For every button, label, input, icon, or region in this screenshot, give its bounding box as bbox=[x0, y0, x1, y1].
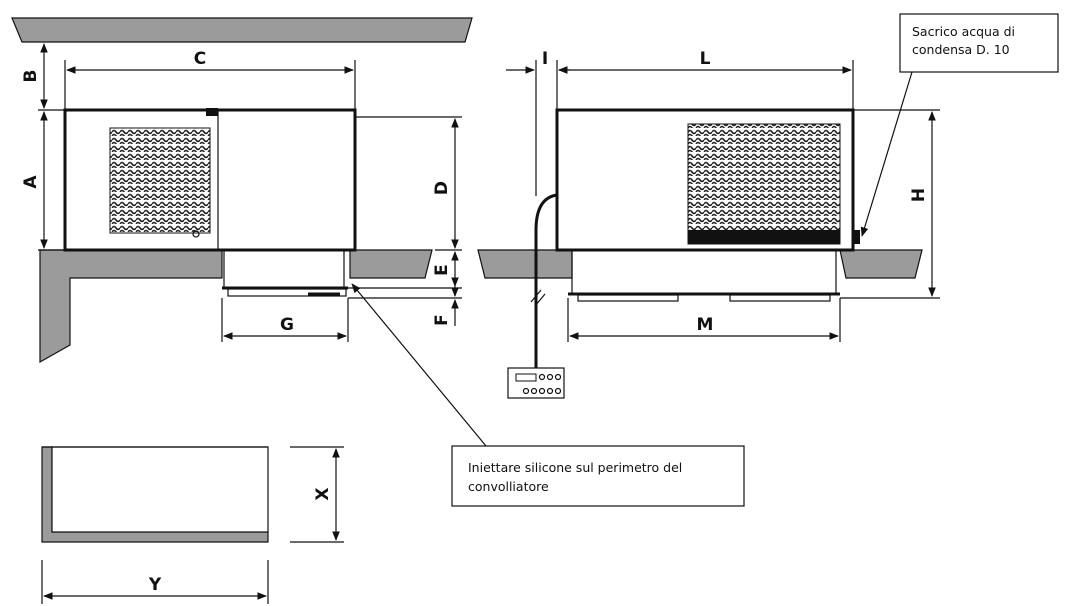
condensate-note-box bbox=[899, 13, 1059, 73]
controller-cable bbox=[534, 193, 558, 368]
dim-label-b: B bbox=[21, 70, 41, 83]
silicone-note-line2: convolliatore bbox=[468, 479, 549, 494]
silicone-leader bbox=[351, 283, 487, 447]
dim-label-c: C bbox=[194, 49, 206, 69]
silicone-note-line1: Iniettare silicone sul perimetro del bbox=[468, 460, 682, 475]
condensate-note-line2: condensa D. 10 bbox=[912, 42, 1010, 57]
dim-label-h: H bbox=[909, 188, 929, 202]
ceiling bbox=[11, 17, 473, 43]
dim-label-e: E bbox=[432, 264, 452, 276]
dim-label-y: Y bbox=[148, 575, 162, 595]
evaporator-box bbox=[223, 249, 345, 289]
wall-floor-left bbox=[39, 249, 223, 364]
condensate-note-line1: Sacrico acqua di bbox=[912, 24, 1015, 39]
dim-label-l: L bbox=[700, 49, 711, 69]
condensate-leader bbox=[860, 71, 913, 237]
dim-label-d: D bbox=[432, 181, 452, 195]
dim-label-x: X bbox=[313, 487, 333, 500]
dim-label-a: A bbox=[21, 175, 41, 189]
dim-label-i: I bbox=[542, 49, 548, 69]
dim-label-m: M bbox=[697, 315, 714, 335]
condenser-grille bbox=[109, 127, 211, 234]
dim-label-g: G bbox=[280, 315, 294, 335]
silicone-note-box bbox=[451, 445, 745, 507]
floor-right-front bbox=[839, 249, 923, 279]
evaporator-front bbox=[571, 249, 837, 295]
dim-label-f: F bbox=[432, 314, 452, 326]
floor-right-segment bbox=[349, 249, 433, 279]
front-grille bbox=[687, 123, 841, 245]
remote-controller bbox=[507, 367, 565, 399]
floor-left-front bbox=[477, 249, 573, 279]
